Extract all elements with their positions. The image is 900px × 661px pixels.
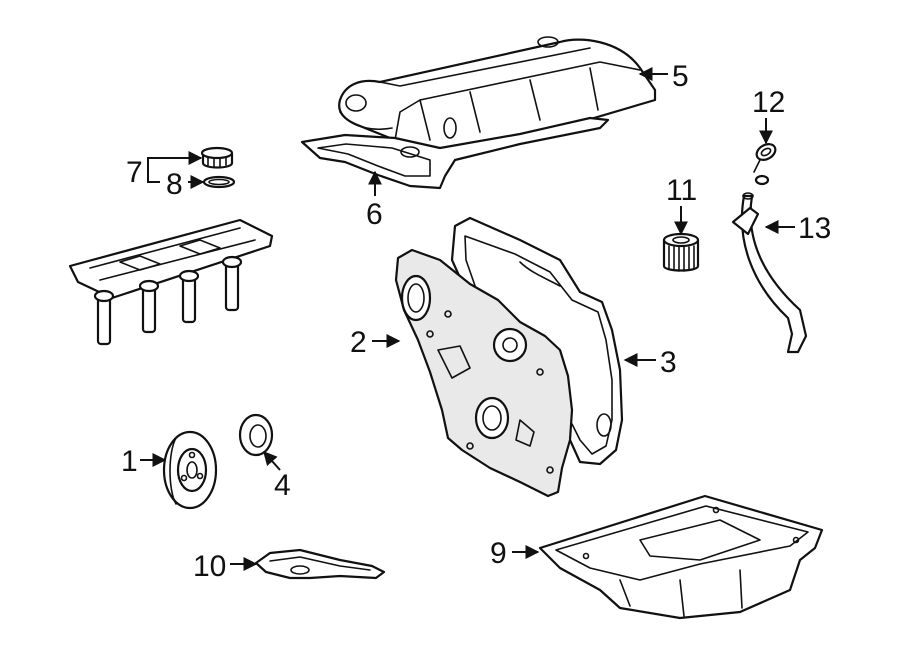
callout-12: 12 (752, 86, 785, 119)
valve-cover[interactable] (338, 36, 657, 153)
callout-11: 11 (666, 174, 697, 207)
callout-2: 2 (350, 326, 367, 359)
callout-8: 8 (166, 168, 183, 201)
callout-10: 10 (193, 550, 226, 583)
callout-5: 5 (672, 60, 689, 93)
cap-o-ring[interactable] (202, 175, 236, 189)
dipstick-handle[interactable] (753, 141, 778, 186)
oil-baffle[interactable] (254, 548, 386, 580)
oil-filter[interactable] (662, 232, 700, 272)
leader-lines (140, 67, 795, 571)
cover-gasket[interactable] (300, 116, 610, 190)
callout-4: 4 (274, 469, 291, 502)
ignition-coil-pack[interactable] (68, 218, 274, 346)
callout-13: 13 (798, 212, 831, 245)
callout-1: 1 (121, 445, 138, 478)
crank-seal[interactable] (238, 413, 274, 457)
crankshaft-pulley[interactable] (162, 430, 218, 510)
timing-cover[interactable] (394, 248, 574, 498)
oil-pan[interactable] (538, 494, 824, 620)
callout-labels: 1 2 3 4 5 6 7 8 9 10 11 12 13 (121, 60, 831, 583)
leader-7-bracket (147, 157, 160, 183)
oil-filler-cap[interactable] (200, 146, 234, 169)
callout-3: 3 (660, 346, 677, 379)
leader-4 (263, 450, 281, 471)
callout-6: 6 (366, 198, 383, 231)
dipstick-tube[interactable] (731, 192, 808, 354)
callout-9: 9 (490, 537, 507, 570)
callout-7: 7 (126, 156, 143, 189)
